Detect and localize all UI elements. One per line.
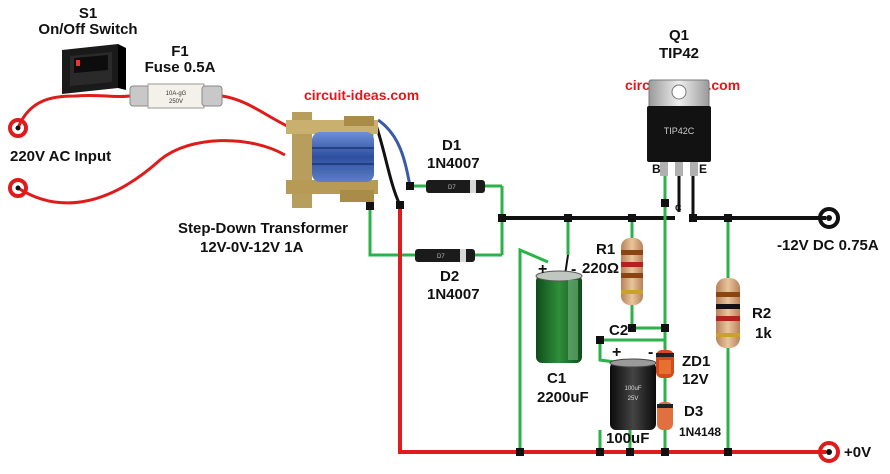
zd1-ref-label: ZD1 [682, 353, 710, 370]
fuse-ref-label: F1 [171, 43, 189, 60]
junction [596, 336, 604, 344]
junction [396, 201, 404, 209]
q1-pin-e-label: E [699, 162, 707, 176]
junction [628, 214, 636, 222]
c1-minus-label: - [571, 261, 576, 278]
sec-wire-blue [377, 118, 412, 187]
q1-pin-c-label: C [675, 203, 682, 213]
junction [724, 214, 732, 222]
r1-ref-label: R1 [596, 241, 615, 258]
junction [564, 214, 572, 222]
d1-ref-label: D1 [442, 137, 461, 154]
d2-part-label: 1N4007 [427, 286, 480, 303]
junction [724, 448, 732, 456]
junction [661, 448, 669, 456]
diode-d1: D7 [426, 180, 485, 193]
zener-zd1 [656, 350, 674, 378]
c1-value-label: 2200uF [537, 389, 589, 406]
ac-terminal-top [8, 118, 28, 138]
switch-ref-label: S1 [79, 5, 97, 22]
junction [366, 202, 374, 210]
d2-body-text: D7 [437, 254, 445, 260]
d3-part-label: 1N4148 [679, 425, 721, 439]
ground-output-terminal [818, 441, 840, 463]
capacitor-c2: 100uF 25V [609, 358, 657, 430]
switch-name-label: On/Off Switch [38, 21, 137, 38]
q1-body-text: TIP42C [664, 126, 695, 136]
diode-d2: D7 [415, 249, 475, 262]
junction [406, 182, 414, 190]
ac-input-label: 220V AC Input [10, 148, 111, 165]
junction [689, 214, 697, 222]
transformer-name-label: Step-Down Transformer [178, 220, 348, 237]
ground-rail [398, 205, 826, 454]
r2-value-label: 1k [755, 325, 772, 342]
q1-pin-b-label: B [652, 162, 661, 176]
d3-ref-label: D3 [684, 403, 703, 420]
junction [628, 324, 636, 332]
c2-value-label: 100uF [606, 430, 649, 447]
c2-plus-label: + [612, 344, 621, 361]
ground-output-label: +0V [844, 444, 871, 461]
d2-ref-label: D2 [440, 268, 459, 285]
junction [498, 214, 506, 222]
c2-top-wire [598, 338, 665, 364]
c1-plus-label: + [538, 261, 547, 278]
fuse-body-text-2: 250V [169, 99, 183, 105]
negative-output-label: -12V DC 0.75A [777, 237, 879, 254]
watermark-left: circuit-ideas.com [304, 87, 419, 103]
r1-value-label: 220Ω [582, 260, 619, 277]
diode-d3 [657, 378, 673, 430]
d1-part-label: 1N4007 [427, 155, 480, 172]
junction [661, 199, 669, 207]
resistor-r1 [621, 238, 643, 305]
ac-terminal-bottom [8, 178, 28, 198]
fuse-f1: 10A-gG 250V [129, 83, 223, 109]
transformer [286, 112, 378, 208]
q1-ref-label: Q1 [669, 27, 689, 44]
zd1-value-label: 12V [682, 371, 709, 388]
ac-wire-top [16, 93, 131, 129]
fuse-body-text-1: 10A-gG [166, 91, 187, 97]
r2-ref-label: R2 [752, 305, 771, 322]
resistor-r2 [716, 278, 740, 348]
c1-plus-lead [518, 247, 549, 452]
junction [516, 448, 524, 456]
junction [626, 448, 634, 456]
ac-wire-bottom [17, 139, 286, 205]
c2-body-text-2: 25V [628, 396, 639, 402]
sec-wire-black [373, 121, 402, 206]
c1-ref-label: C1 [547, 370, 566, 387]
c2-minus-label: - [648, 344, 653, 361]
switch-s1 [62, 44, 126, 94]
q1-part-label: TIP42 [659, 45, 699, 62]
junctions [366, 182, 732, 456]
c2-body-text-1: 100uF [624, 386, 641, 392]
d1-body-text: D7 [448, 185, 456, 191]
transformer-rating-label: 12V-0V-12V 1A [200, 239, 304, 256]
capacitor-c1 [535, 270, 583, 363]
fuse-name-label: Fuse 0.5A [145, 59, 216, 76]
negative-output-terminal [818, 207, 840, 229]
transistor-q1: TIP42C [647, 79, 711, 176]
c2-ref-label: C2 [609, 322, 628, 339]
junction [661, 324, 669, 332]
junction [596, 448, 604, 456]
